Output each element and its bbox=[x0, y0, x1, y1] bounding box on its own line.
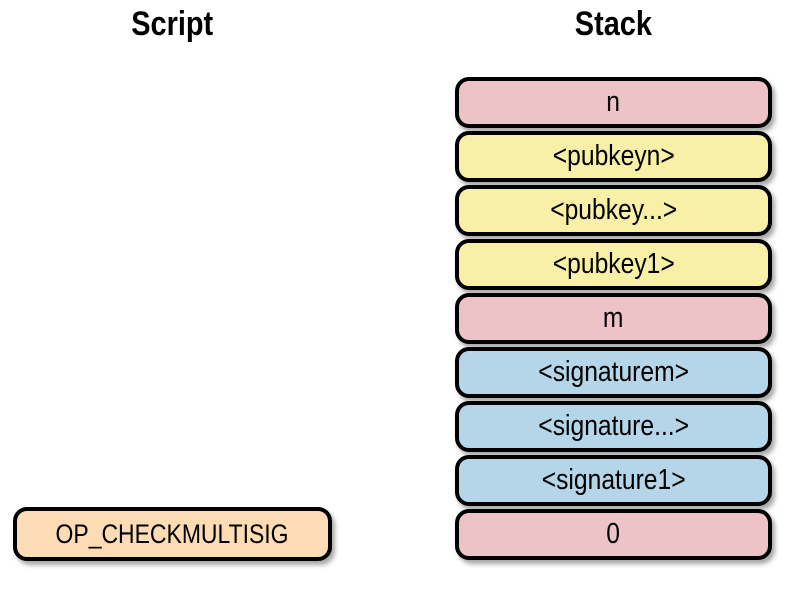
stack-item-signaturem: <signaturem> bbox=[455, 347, 772, 398]
stack-item-label-n: n bbox=[606, 86, 621, 118]
stack-item-label-pubkey1: <pubkey1> bbox=[552, 248, 675, 280]
script-column: OP_CHECKMULTISIG bbox=[13, 507, 332, 561]
stack-item-label-signature: <signature...> bbox=[538, 410, 689, 442]
stack-item-label-pubkey: <pubkey...> bbox=[550, 194, 677, 226]
stack-title-text: Stack bbox=[574, 5, 653, 43]
stack-item-m: m bbox=[455, 293, 772, 344]
script-title-text: Script bbox=[131, 5, 213, 43]
stack-item-signature1: <signature1> bbox=[455, 455, 772, 506]
stack-item-label-pubkeyn: <pubkeyn> bbox=[552, 140, 675, 172]
stack-item-label-signaturem: <signaturem> bbox=[538, 356, 689, 388]
stack-item-label-m: m bbox=[603, 302, 624, 334]
script-item-label-opcheckmultisig: OP_CHECKMULTISIG bbox=[56, 518, 289, 549]
script-column-title: Script bbox=[0, 4, 344, 44]
script-item-opcheckmultisig: OP_CHECKMULTISIG bbox=[13, 507, 332, 561]
stack-item-pubkeyn: <pubkeyn> bbox=[455, 131, 772, 182]
stack-item-label-0: 0 bbox=[606, 518, 621, 550]
stack-item-n: n bbox=[455, 77, 772, 128]
stack-column-title: Stack bbox=[441, 4, 786, 44]
stack-item-pubkey: <pubkey...> bbox=[455, 185, 772, 236]
stack-item-pubkey1: <pubkey1> bbox=[455, 239, 772, 290]
stack-item-label-signature1: <signature1> bbox=[541, 464, 686, 496]
stack-item-0: 0 bbox=[455, 509, 772, 560]
stack-column: n <pubkeyn> <pubkey...> <pubkey1> m <signatur… bbox=[455, 77, 772, 560]
stack-item-signature: <signature...> bbox=[455, 401, 772, 452]
